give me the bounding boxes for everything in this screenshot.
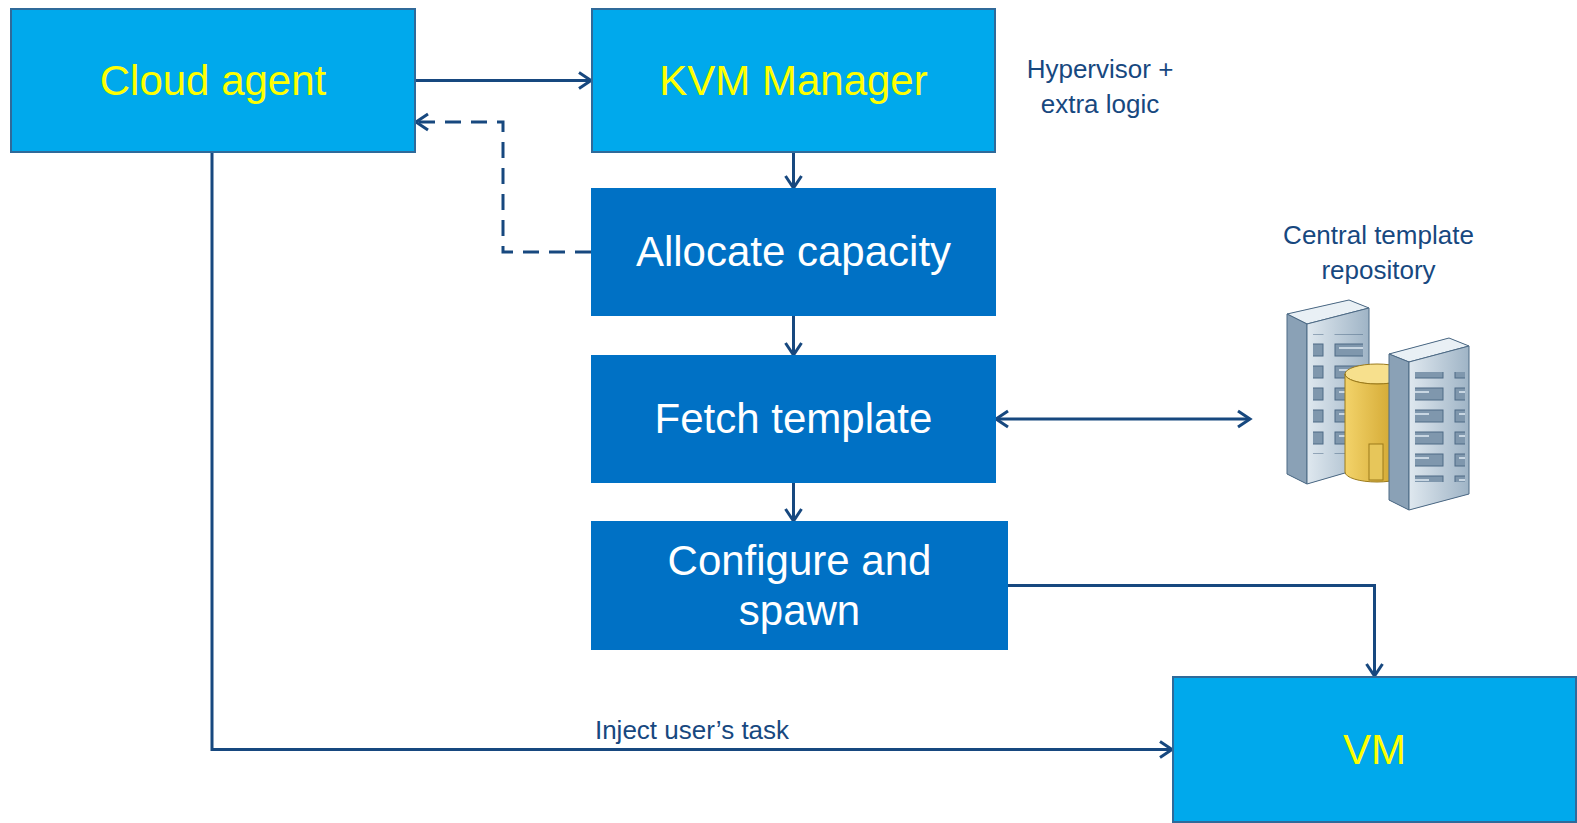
node-text: Configure and spawn [591,536,1008,634]
process-box: Configure and spawn [591,521,1008,650]
note-label: Hypervisor + extra logic [1005,52,1195,122]
process-box: Allocate capacity [591,188,996,316]
edge-label: Inject user’s task [591,715,793,746]
manager-box: KVM Manager [591,8,996,153]
connector [212,153,1172,758]
node-text: Central template repository [1250,218,1507,288]
connector [416,73,591,89]
connector [786,483,802,521]
server-icon [1269,294,1489,514]
connector [996,411,1250,427]
node-text: KVM Manager [645,56,941,105]
connector [786,316,802,355]
dashed-connector [416,114,591,252]
repository-node: Central template repository [1250,218,1507,524]
node-text: Cloud agent [86,56,341,105]
agent-box: Cloud agent [10,8,416,153]
process-box: Fetch template [591,355,996,483]
node-text: VM [1329,725,1420,774]
connector [1008,586,1383,677]
node-text: Fetch template [641,394,947,443]
vm-box: VM [1172,676,1577,823]
connector [786,153,802,188]
node-text: Allocate capacity [622,227,965,276]
